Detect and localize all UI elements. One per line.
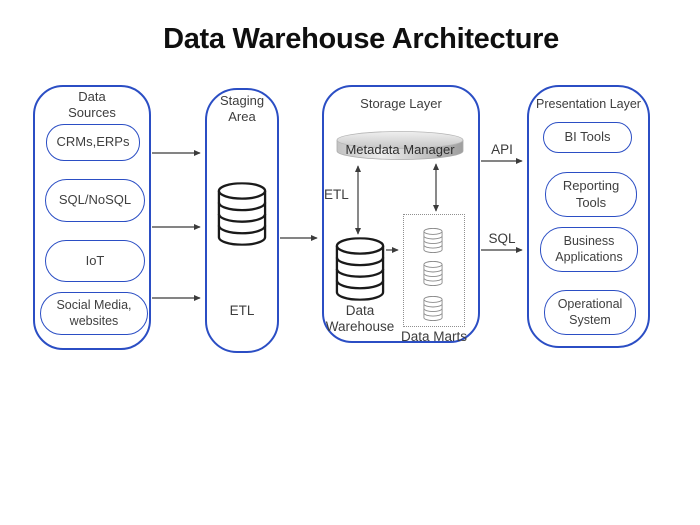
source-item-sql-nosql: SQL/NoSQL — [45, 179, 145, 222]
data-mart-database-icon — [422, 228, 444, 253]
page-title: Data Warehouse Architecture — [163, 23, 559, 55]
presentation-item-reporting-tools: Reporting Tools — [545, 172, 637, 217]
staging-database-icon — [217, 182, 267, 246]
staging-area-title: Staging Area — [219, 93, 265, 125]
data-mart-database-icon — [422, 261, 444, 286]
data-warehouse-label: Data Warehouse — [325, 303, 395, 335]
metadata-manager-label: Metadata Manager — [345, 142, 455, 157]
data-marts-group-box — [403, 214, 465, 327]
presentation-item-business-applications: Business Applications — [540, 227, 638, 272]
presentation-item-bi-tools: BI Tools — [543, 122, 632, 153]
api-connection-label: API — [491, 142, 513, 157]
staging-etl-label: ETL — [229, 303, 255, 318]
metadata-manager-disk-icon — [336, 131, 464, 160]
storage-etl-label: ETL — [324, 187, 349, 202]
source-item-social-media: Social Media, websites — [40, 292, 148, 335]
storage-layer-title: Storage Layer — [360, 96, 442, 111]
presentation-layer-title: Presentation Layer — [536, 97, 641, 111]
data-mart-database-icon — [422, 296, 444, 321]
data-sources-title: Data Sources — [68, 89, 116, 121]
source-item-crms-erps: CRMs,ERPs — [46, 124, 140, 161]
presentation-item-operational-system: Operational System — [544, 290, 636, 335]
sql-connection-label: SQL — [488, 231, 516, 246]
source-item-iot: IoT — [45, 240, 145, 282]
data-marts-label: Data Marts — [400, 329, 468, 344]
data-warehouse-database-icon — [335, 237, 385, 301]
